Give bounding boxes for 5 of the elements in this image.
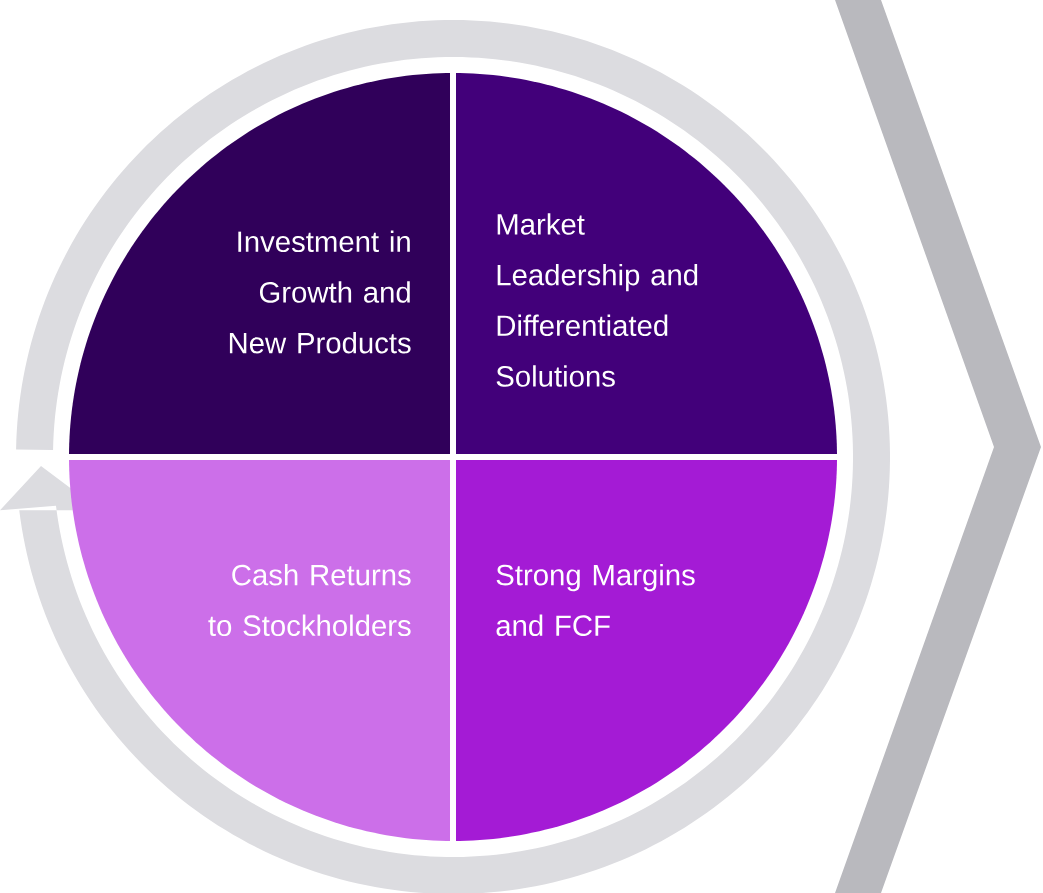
quadrant: Market Leadership and Differentiated Solutions (456, 73, 837, 454)
chevron-shape (835, 0, 1041, 893)
quadrant: Strong Margins and FCF (456, 460, 837, 841)
quadrant: Investment in Growth and New Products (69, 73, 450, 454)
quadrant: Cash Returns to Stockholders (69, 460, 450, 841)
